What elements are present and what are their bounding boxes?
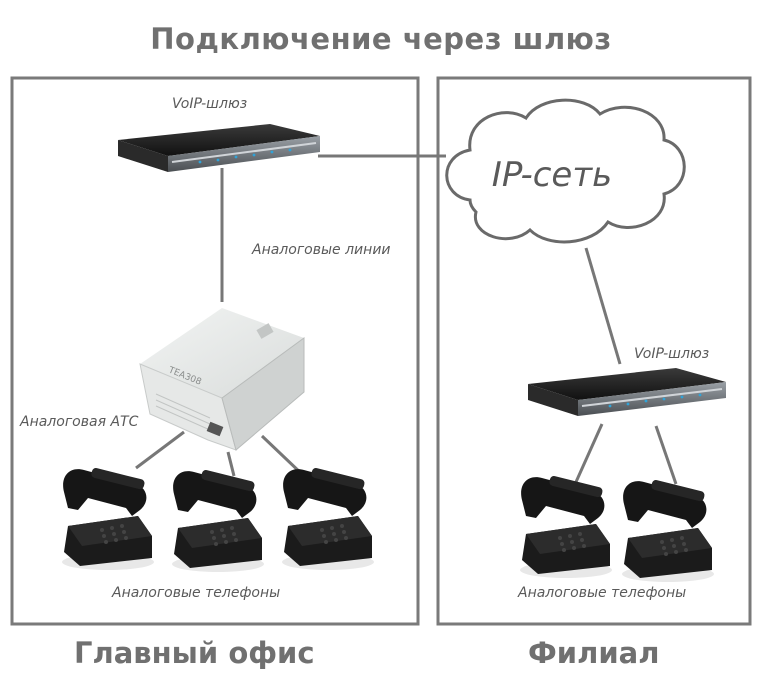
analog-pbx-icon: TEA308 — [139, 308, 305, 451]
voip-gateway-branch-icon — [528, 368, 726, 416]
page-title: Подключение через шлюз — [150, 22, 612, 56]
phone-icon — [520, 475, 612, 578]
analog-lines-label: Аналоговые линии — [252, 242, 391, 258]
pbx-label: Аналоговая АТС — [20, 414, 139, 430]
cloud-to-branch-gateway-line — [584, 247, 622, 365]
connection-lines — [135, 154, 678, 485]
phone-icon — [62, 467, 154, 570]
branch-frame — [436, 76, 752, 626]
main-office-frame — [10, 76, 420, 626]
phone-icon — [622, 479, 714, 582]
branch-phones-label: Аналоговые телефоны — [518, 585, 687, 601]
voip-gateway-main-icon — [118, 124, 320, 172]
pbx-phone1-line — [135, 430, 185, 470]
phone-icon — [282, 467, 374, 570]
ip-network-cloud-icon: IP-сеть — [445, 98, 686, 244]
phone-icon — [172, 469, 264, 572]
main-phones-label: Аналоговые телефоны — [112, 585, 281, 601]
main-gateway-label: VoIP-шлюз — [172, 96, 248, 112]
pbx-phone2-line — [226, 451, 236, 477]
cloud-label: IP-сеть — [492, 155, 612, 195]
branch-gateway-label: VoIP-шлюз — [634, 346, 710, 362]
branch-caption: Филиал — [528, 636, 660, 670]
branch-phone1-line — [574, 423, 604, 483]
main-office-caption: Главный офис — [74, 636, 315, 670]
branch-phone2-line — [654, 425, 678, 485]
